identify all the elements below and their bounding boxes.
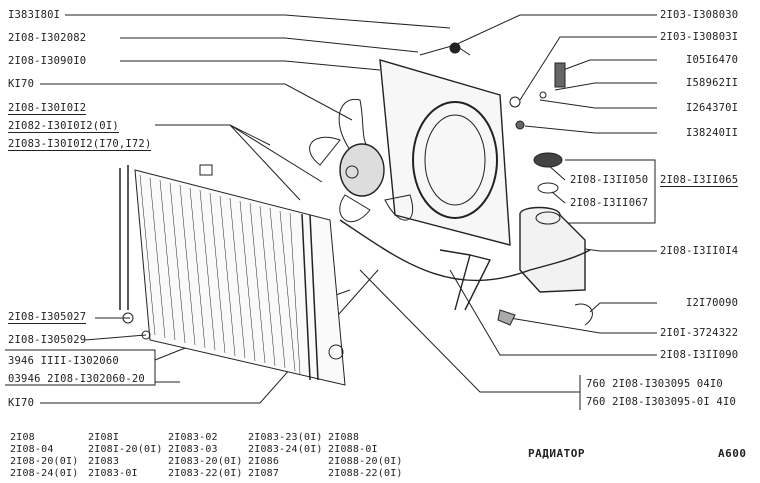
model-c2-r2: 2I08I-20(0I) xyxy=(88,444,163,455)
model-c5-r2: 2I088-0I xyxy=(328,444,378,455)
fan-assembly xyxy=(309,98,414,223)
model-c2-r3: 2I083 xyxy=(88,456,120,467)
label-part-right-13: 2I08-I3II090 xyxy=(660,349,739,361)
label-part-right-4: I58962II xyxy=(686,77,739,89)
label-part-left-1: I383I80I xyxy=(8,9,61,21)
model-c4-r4: 2I087 xyxy=(248,468,280,479)
model-c4-r3: 2I086 xyxy=(248,456,280,467)
label-part-right-3: I05I6470 xyxy=(686,54,739,66)
model-c3-r1: 2I083-02 xyxy=(168,432,218,443)
ref-line-2: 760 2I08-I303095-0I 4I0 xyxy=(586,396,736,408)
label-part-left-7: 2I083-I30I0I2(I70,I72) xyxy=(8,138,152,151)
model-c2-r1: 2I08I xyxy=(88,432,120,443)
label-part-right-8: 2I08-I3II065 xyxy=(660,174,739,187)
expansion-tank xyxy=(519,152,586,293)
label-part-right-12: 2I0I-3724322 xyxy=(660,327,739,339)
label-part-left-9: 2I08-I305029 xyxy=(8,334,87,346)
label-part-left-12: KI70 xyxy=(8,397,35,409)
model-c3-r4: 2I083-22(0I) xyxy=(168,468,243,479)
label-part-left-3: 2I08-I3090I0 xyxy=(8,55,87,67)
label-part-left-6: 2I082-I30I0I2(0I) xyxy=(8,120,119,133)
model-c3-r2: 2I083-03 xyxy=(168,444,218,455)
label-part-right-10: 2I08-I3II0I4 xyxy=(660,245,739,257)
label-part-left-11: 03946 2I08-I302060-20 xyxy=(8,373,145,385)
model-c3-r3: 2I083-20(0I) xyxy=(168,456,243,467)
model-c4-r2: 2I083-24(0I) xyxy=(248,444,323,455)
label-part-left-10: 3946 IIII-I302060 xyxy=(8,355,119,367)
label-part-left-4: KI70 xyxy=(8,78,35,90)
label-part-right-7: 2I08-I3II050 xyxy=(570,174,649,186)
fan-shroud xyxy=(379,42,511,246)
label-part-left-2: 2I08-I302082 xyxy=(8,32,87,44)
label-part-right-6: I38240II xyxy=(686,127,739,139)
label-part-right-11: I2I70090 xyxy=(686,297,739,309)
radiator-core xyxy=(119,164,346,386)
label-part-right-1: 2I03-I308030 xyxy=(660,9,739,21)
left-bracket xyxy=(5,349,156,386)
label-part-right-9: 2I08-I3II067 xyxy=(570,197,649,209)
sheet-code: A600 xyxy=(718,447,747,460)
model-c1-r2: 2I08-04 xyxy=(10,444,54,455)
label-part-right-5: I264370I xyxy=(686,102,739,114)
model-c4-r1: 2I083-23(0I) xyxy=(248,432,323,443)
model-c1-r4: 2I08-24(0I) xyxy=(10,468,79,479)
model-c1-r1: 2I08 xyxy=(10,432,35,443)
fittings xyxy=(497,62,593,326)
label-part-left-8: 2I08-I305027 xyxy=(8,311,87,324)
model-c5-r4: 2I088-22(0I) xyxy=(328,468,403,479)
model-c2-r4: 2I083-0I xyxy=(88,468,138,479)
model-c5-r1: 2I088 xyxy=(328,432,360,443)
label-part-left-5: 2I08-I30I0I2 xyxy=(8,102,87,115)
ref-line-1: 760 2I08-I303095 04I0 xyxy=(586,378,723,390)
model-c1-r3: 2I08-20(0I) xyxy=(10,456,79,467)
hoses xyxy=(339,219,591,311)
model-c5-r3: 2I088-20(0I) xyxy=(328,456,403,467)
label-part-right-2: 2I03-I30803I xyxy=(660,31,739,43)
page-title: РАДИАТОР xyxy=(528,447,585,460)
